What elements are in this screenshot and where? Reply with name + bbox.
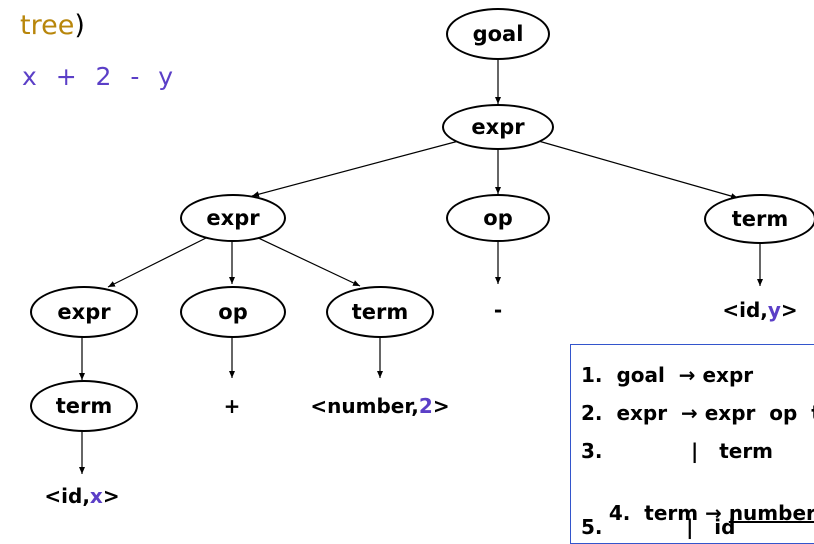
grammar-rule-1: 1. goal → expr <box>581 363 754 387</box>
leaf-id-x-var: x <box>89 484 103 508</box>
edge-expr-exprmid <box>251 137 471 198</box>
leaf-id-y-suffix: > <box>780 298 798 322</box>
caption-close-paren: ) <box>74 10 85 41</box>
grammar-rule-4: 4. term → number <box>581 477 814 543</box>
edge-expr-termright <box>527 137 739 199</box>
leaf-number-suffix: > <box>432 394 450 418</box>
edge-exprmid-exprlow <box>107 234 213 288</box>
grammar-rule-3-num: 3. <box>581 439 603 463</box>
leaf-plus: + <box>223 394 241 418</box>
grammar-rule-4-number: number <box>728 501 814 525</box>
node-term-bottom: term <box>30 380 138 432</box>
node-goal: goal <box>446 8 550 60</box>
leaf-number-prefix: <number, <box>310 394 419 418</box>
leaf-minus: - <box>493 298 503 322</box>
caption-tree-line: tree) <box>20 10 85 41</box>
leaf-number-var: 2 <box>418 394 433 418</box>
leaf-id-x: <id,x> <box>44 484 119 508</box>
grammar-rule-5: 5. | id <box>581 515 736 539</box>
node-expr-top: expr <box>442 104 554 150</box>
node-term-right: term <box>704 194 814 244</box>
grammar-rule-2: 2. expr → expr op term <box>581 401 814 425</box>
tree-edges <box>79 58 763 474</box>
grammar-rule-3-body: | term <box>691 439 774 463</box>
leaf-id-x-suffix: > <box>102 484 120 508</box>
node-expr-low: expr <box>30 286 138 338</box>
leaf-number-2: <number,2> <box>310 394 449 418</box>
leaf-id-x-prefix: <id, <box>44 484 90 508</box>
node-term-low: term <box>326 286 434 338</box>
caption-tree-word: tree <box>20 10 75 41</box>
grammar-box: 1. goal → expr 2. expr → expr op term 3.… <box>570 344 814 544</box>
node-op-mid: op <box>446 194 550 242</box>
leaf-id-y-var: y <box>767 298 781 322</box>
edge-exprmid-termlow <box>251 234 361 287</box>
leaf-id-y: <id,y> <box>722 298 797 322</box>
node-op-low: op <box>180 286 286 338</box>
expression-text: x + 2 - y <box>22 62 175 91</box>
grammar-rule-4-prefix: 4. term → <box>608 501 729 525</box>
leaf-id-y-prefix: <id, <box>722 298 768 322</box>
node-expr-mid: expr <box>180 194 286 242</box>
